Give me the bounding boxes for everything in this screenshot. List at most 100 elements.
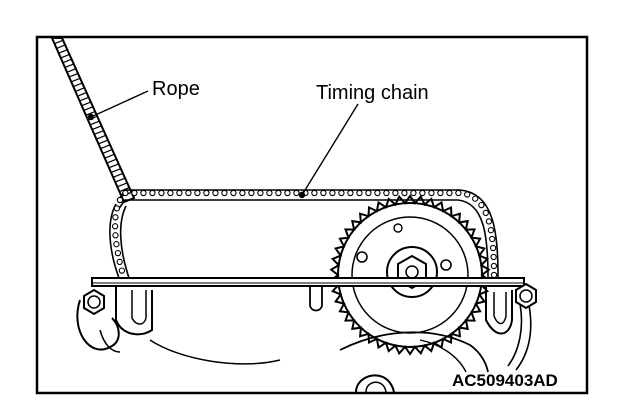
chain-link — [111, 223, 119, 230]
chain-link — [446, 189, 453, 197]
chain-link — [490, 253, 497, 261]
rope-stripe — [75, 86, 86, 92]
rope-stripe — [92, 124, 103, 131]
chain-link — [176, 189, 183, 197]
chain-link — [490, 271, 498, 279]
rope-stripe — [94, 129, 105, 135]
chain-link — [464, 191, 471, 198]
rope-stripe — [53, 39, 65, 45]
rope-stripe — [81, 101, 92, 107]
chain-link — [401, 189, 408, 197]
chain-link — [410, 189, 417, 197]
chain-link — [338, 189, 345, 197]
rope-stripe — [85, 110, 97, 116]
chain-link — [485, 218, 493, 225]
chain-link — [113, 241, 120, 248]
rope-stripe — [64, 63, 75, 69]
chain-link — [158, 189, 165, 197]
chain-link — [392, 189, 399, 197]
chain-link — [275, 189, 282, 197]
chain-link — [203, 189, 210, 197]
chain-link — [122, 189, 129, 197]
chain-link — [365, 189, 372, 197]
rope-stripe — [77, 91, 88, 97]
rope-stripe — [106, 158, 118, 164]
rope-stripe — [56, 43, 67, 50]
chain-link — [118, 267, 126, 274]
chain-link — [113, 205, 121, 212]
chain-link — [212, 189, 219, 197]
chain-link — [455, 189, 462, 197]
chain-link — [347, 189, 354, 197]
rope-stripe — [70, 77, 82, 83]
rope-stripe — [89, 120, 101, 126]
chain-link — [489, 235, 496, 243]
chain-link — [248, 189, 255, 197]
rope-stripe — [113, 172, 124, 178]
chain-link — [266, 189, 273, 197]
leader-lines — [87, 90, 359, 199]
rope-stripe — [60, 53, 71, 59]
figure-code: AC509403AD — [452, 371, 558, 390]
rope — [50, 38, 136, 204]
chain-link — [482, 209, 489, 217]
chain-link — [293, 189, 300, 197]
sprocket-hole — [393, 223, 403, 233]
left-bolt — [83, 288, 105, 316]
rope-stripe — [104, 153, 116, 159]
chain-link — [320, 189, 327, 197]
chain-link — [239, 189, 246, 197]
chain-link — [374, 189, 381, 197]
figure-frame — [35, 35, 589, 395]
chain-link — [167, 189, 174, 197]
chain-link — [478, 201, 485, 209]
chain-link — [284, 189, 291, 197]
right-bolt — [515, 282, 537, 310]
rope-stripe — [96, 134, 107, 140]
rope-stripe — [72, 82, 84, 88]
chain-link — [116, 196, 124, 204]
chain-link — [489, 244, 497, 252]
rope-stripe — [58, 48, 69, 54]
rope-stripe — [102, 148, 114, 154]
chain-link — [419, 189, 426, 197]
chain-link — [230, 189, 237, 197]
chain-link — [490, 262, 498, 270]
rope-stripe — [79, 96, 90, 102]
chain-link — [428, 189, 435, 197]
cylinder-head-cover — [76, 277, 532, 392]
rope-stripe — [98, 139, 109, 145]
chain-link — [116, 258, 123, 266]
rope-stripe — [108, 163, 120, 169]
rope-stripe — [115, 177, 126, 183]
chain-link — [383, 189, 390, 197]
timing-chain-label: Timing chain — [316, 82, 429, 104]
chain-link — [140, 189, 147, 197]
chain-link — [112, 214, 119, 221]
rope-stripe — [62, 58, 73, 64]
rope-stripe — [100, 144, 111, 150]
chain-link — [487, 227, 495, 234]
chain-link — [131, 189, 138, 197]
timing-chain — [109, 189, 499, 279]
rope-stripe — [66, 67, 78, 73]
chain-link — [112, 232, 119, 239]
chain-link — [437, 189, 444, 197]
rope-stripe — [83, 105, 94, 112]
sprocket-hole — [356, 251, 368, 263]
chain-link — [221, 189, 228, 197]
sprocket-hole — [440, 259, 452, 271]
chain-link — [114, 249, 122, 257]
rope-stripe — [111, 167, 122, 173]
chain-link — [149, 189, 156, 197]
chain-link — [194, 189, 201, 197]
chain-link — [329, 189, 336, 197]
chain-link — [311, 189, 318, 197]
rope-stripe — [68, 72, 80, 78]
chain-link — [472, 195, 479, 202]
rope-label: Rope — [152, 78, 200, 100]
chain-link — [257, 189, 264, 197]
chain-link — [185, 189, 192, 197]
rope-stripe — [117, 182, 128, 188]
